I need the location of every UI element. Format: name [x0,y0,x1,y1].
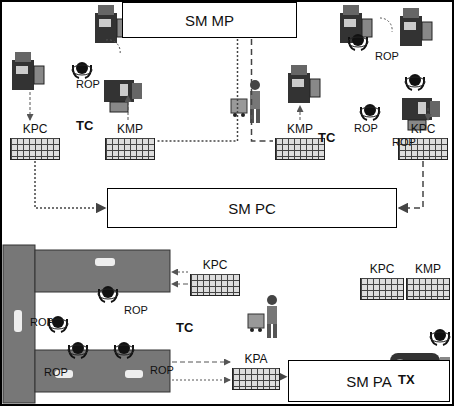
operator-label: ROP [392,136,416,148]
supermarket-box: SM PA [288,360,450,402]
kanban-bin: KMP [105,122,155,160]
operator-label: ROP [375,50,399,62]
operator-label: ROP [44,366,68,378]
kanban-bin: KPA [232,352,280,390]
bin-grid [10,138,60,160]
node-label: KPC [23,122,48,136]
node-label: SM PC [228,200,276,217]
node-label: KPC [411,122,436,136]
operator-label: ROP [124,304,148,316]
bin-grid [232,368,280,390]
flow-connector [282,376,286,378]
node-label: KPC [370,262,395,276]
flow-connector [252,39,274,141]
node-label: KPA [244,352,267,366]
flow-connector [35,161,105,208]
cell-label: TC [318,130,335,145]
node-label: KMP [117,122,143,136]
bin-grid [190,274,240,296]
bin-grid [360,278,404,300]
kanban-bin: KMP [275,122,325,160]
kanban-bin: KPC [10,122,60,160]
flow-connector [157,39,238,141]
kanban-bin: KPC [360,262,404,300]
supermarket-box: SM MP [122,2,297,38]
cell-label: TC [76,118,93,133]
node-label: KPC [203,258,228,272]
operator-label: ROP [76,78,100,90]
node-label: KMP [415,262,441,276]
cell-label: TX [398,372,415,387]
cell-label: TC [176,320,193,335]
node-label: SM PA [346,373,392,390]
supermarket-box: SM PC [107,188,397,228]
kanban-bin: KMP [406,262,450,300]
node-label: KMP [287,122,313,136]
kanban-bin: KPC [190,258,240,296]
bin-grid [275,138,325,160]
bin-grid [406,278,450,300]
operator-label: ROP [354,122,378,134]
operator-label: ROP [150,364,174,376]
operator-label: ROP [30,316,54,328]
bin-grid [105,138,155,160]
node-label: SM MP [185,12,234,29]
flow-connector [399,161,423,208]
